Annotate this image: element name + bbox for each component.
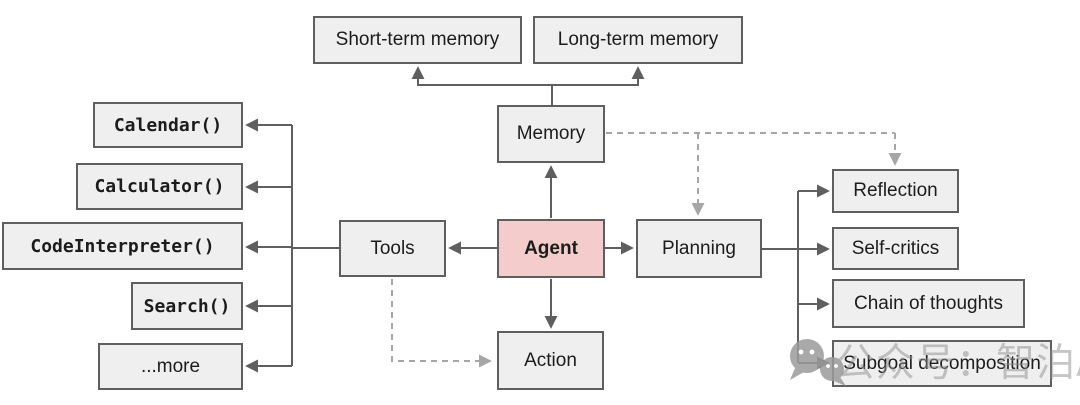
node-subgoal-decomposition: Subgoal decomposition	[832, 340, 1052, 387]
node-agent: Agent	[497, 219, 605, 278]
node-action: Action	[497, 331, 604, 390]
node-code-interpreter: CodeInterpreter()	[2, 222, 243, 270]
edge-planning-trunk	[762, 191, 799, 363]
node-tools: Tools	[339, 220, 446, 277]
node-more: ...more	[98, 343, 243, 390]
node-self-critics: Self-critics	[832, 227, 959, 270]
node-reflection: Reflection	[832, 169, 959, 213]
edge-memory-split	[418, 84, 638, 106]
node-calendar: Calendar()	[93, 102, 243, 148]
node-memory: Memory	[497, 105, 605, 163]
watermark-text: 公众号：智泊AI	[836, 341, 1080, 386]
node-long-term-memory: Long-term memory	[533, 16, 743, 64]
node-calculator: Calculator()	[76, 163, 243, 210]
edge-tools-trunk	[291, 125, 339, 366]
node-chain-of-thoughts: Chain of thoughts	[832, 279, 1025, 328]
node-short-term-memory: Short-term memory	[313, 16, 522, 64]
edge-tools-dashed-action	[391, 279, 492, 368]
node-search: Search()	[131, 282, 243, 330]
node-planning: Planning	[636, 219, 762, 278]
